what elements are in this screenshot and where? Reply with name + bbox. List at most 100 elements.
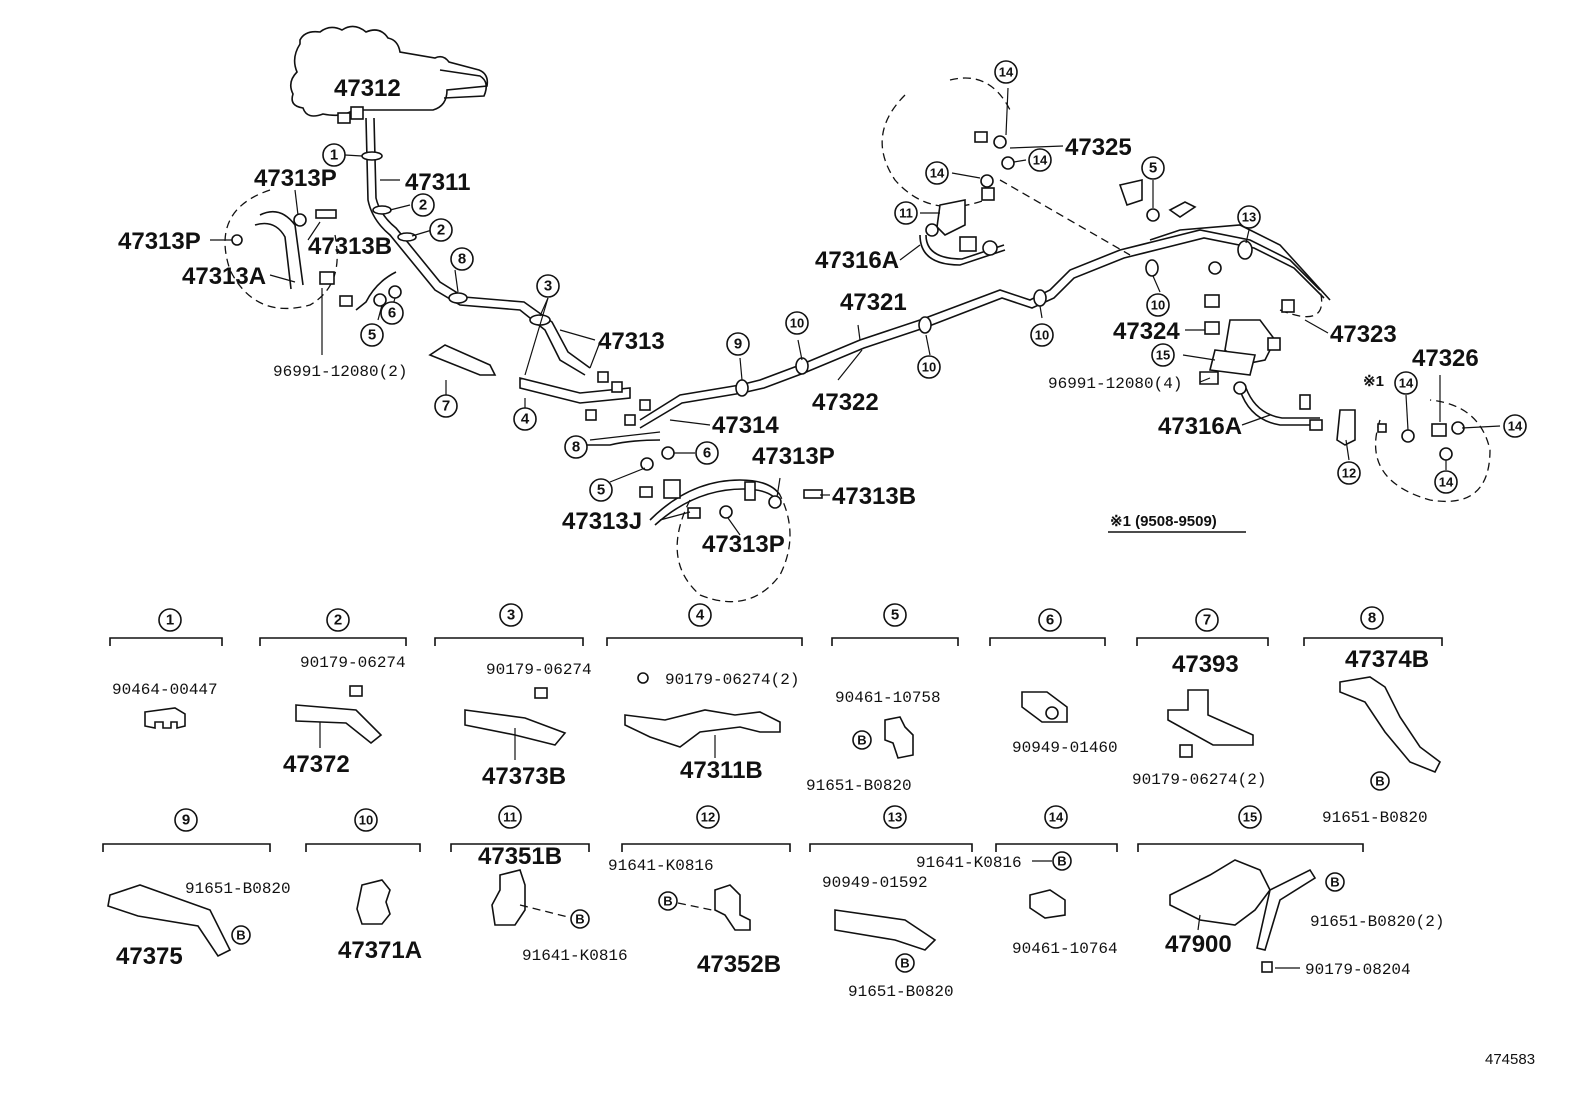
part-91641-K0816-b: 91641-K0816 [608,857,714,875]
part-90949-01460: 90949-01460 [1012,739,1118,757]
leader-lines [210,87,1501,536]
label-47313A: 47313A [182,263,266,290]
callout-14e: 14 [1508,419,1523,434]
callout-9: 9 [734,336,742,353]
legend-num-2: 2 [334,612,342,629]
part-47375: 47375 [116,943,183,970]
part-90179-08204: 90179-08204 [1305,961,1411,979]
label-47313B-front: 47313B [308,233,392,260]
bracket-shape [491,869,526,926]
diagram-callouts: 1 2 2 8 3 6 5 7 4 8 6 5 9 10 10 10 10 14… [322,60,1527,502]
label-47313B-rear: 47313B [832,483,916,510]
legend-num-9: 9 [182,812,190,829]
label-96991-12080-rear: 96991-12080(4) [1048,375,1182,393]
part-47900: 47900 [1165,931,1232,958]
callout-6b: 6 [703,445,711,462]
callout-10d: 10 [1151,298,1165,313]
callout-13: 13 [1242,210,1256,225]
legend-item-12: 12 91641-K0816 B 47352B [608,805,791,978]
legend-item-5: 5 90461-10758 B 91651-B0820 [806,603,959,795]
bolt-mark: B [857,733,866,748]
bracket-shape [714,884,751,931]
legend-num-7: 7 [1203,612,1211,629]
proportioning-valve-shape [1169,859,1271,926]
legend-item-11: 11 47351B B 91641-K0816 [450,805,628,965]
label-47313P-front-a: 47313P [254,165,337,192]
callout-8b: 8 [572,439,580,456]
legend-item-2: 2 90179-06274 47372 [259,608,407,778]
legend-item-4: 4 90179-06274(2) 47311B [606,603,803,784]
part-90179-06274-a: 90179-06274 [300,654,406,672]
part-47374B: 47374B [1345,646,1429,673]
part-90461-10758: 90461-10758 [835,689,941,707]
diagram-id: 474583 [1485,1051,1535,1068]
callout-5c: 5 [1149,160,1157,177]
label-47323: 47323 [1330,321,1397,348]
label-47314: 47314 [712,412,779,439]
part-47352B: 47352B [697,951,781,978]
part-90949-01592: 90949-01592 [822,874,928,892]
part-91651-B0820-d: 91651-B0820 [848,983,954,1001]
part-47393: 47393 [1172,651,1239,678]
legend-num-4: 4 [696,607,705,624]
part-90464-00447: 90464-00447 [112,681,218,699]
callout-3: 3 [544,278,552,295]
clip-shape [884,716,914,759]
callout-4: 4 [521,411,530,428]
part-47372: 47372 [283,751,350,778]
bracket-shape [295,704,383,745]
legend-num-6: 6 [1046,612,1054,629]
label-47313P-front-b: 47313P [118,228,201,255]
clip-shape [356,879,391,925]
callout-6a: 6 [388,305,396,322]
part-90179-06274-b: 90179-06274 [486,661,592,679]
legend-item-3: 3 90179-06274 47373B [434,603,592,790]
fittings [231,106,1465,519]
callout-11: 11 [899,206,913,221]
legend-num-3: 3 [507,607,515,624]
legend-item-10: 10 47371A [305,808,422,964]
bracket-shape [464,709,567,746]
callout-5a: 5 [368,327,376,344]
brake-lines [254,117,1331,526]
bracket-shape [1167,689,1254,746]
legend-num-15: 15 [1243,810,1257,825]
valve-spring-rod [1256,868,1317,951]
part-47311B: 47311B [680,757,763,784]
label-47313P-rear-a: 47313P [752,443,835,470]
legend-item-1: 1 90464-00447 [109,608,223,730]
callout-1: 1 [330,147,338,164]
legend-row-2: 9 91651-B0820 B 47375 10 47371A 11 47351… [102,805,1444,1001]
callout-10c: 10 [1035,328,1049,343]
callout-14f: 14 [1439,475,1454,490]
callout-10a: 10 [790,316,804,331]
clamp-shape [144,707,186,730]
part-91651-B0820-a: 91651-B0820 [806,777,912,795]
callout-7: 7 [442,398,450,415]
label-47324: 47324 [1113,318,1180,345]
part-47373B: 47373B [482,763,566,790]
legend-item-8: 8 47374B B 91651-B0820 [1303,606,1443,827]
label-47313: 47313 [598,328,665,355]
footnote-mark: ※1 [1363,373,1384,390]
legend-num-5: 5 [891,607,899,624]
bracket-shape [1339,676,1442,774]
footnote-text: ※1 (9508-9509) [1110,513,1217,530]
part-91651-B0820-b: 91651-B0820 [1322,809,1428,827]
legend-item-15: 15 B 91651-B0820(2) 47900 90179-08204 [1137,805,1444,979]
callout-2b: 2 [437,222,445,239]
label-47312: 47312 [334,75,401,102]
callout-14a: 14 [999,65,1014,80]
part-91641-K0816-a: 91641-K0816 [522,947,628,965]
part-90179-06274-c: 90179-06274(2) [665,671,799,689]
legend-num-13: 13 [888,810,902,825]
bolt-mark: B [663,894,672,909]
bolt-mark: B [1057,854,1066,869]
label-47313P-rear-b: 47313P [702,531,785,558]
bolt-mark: B [900,956,909,971]
legend-num-10: 10 [359,813,373,828]
part-47351B: 47351B [478,843,562,870]
callout-14d: 14 [1399,376,1414,391]
part-90461-10764: 90461-10764 [1012,940,1118,958]
